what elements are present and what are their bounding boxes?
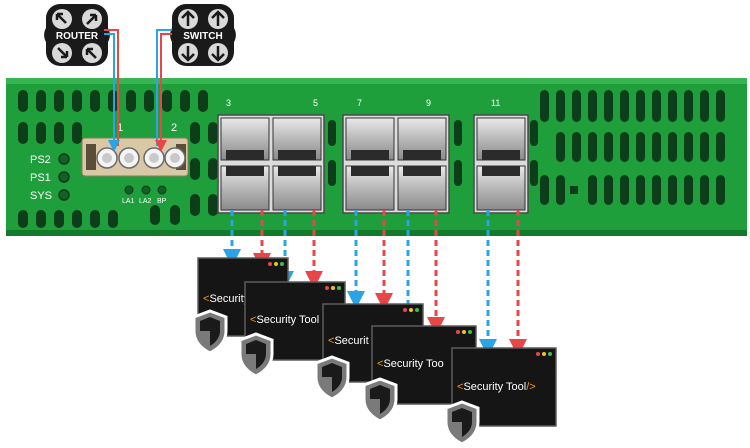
security-tool-5-label: Security Tool (463, 381, 526, 393)
switch-link-red (155, 33, 172, 152)
led-ps2-icon (58, 153, 70, 165)
monitor-links (223, 210, 527, 357)
sfp-port-numbers: 3 5 7 9 11 (226, 98, 500, 108)
sfp-port-number-11: 11 (491, 98, 500, 108)
fiber-links (104, 29, 172, 152)
bypass-led-group: LA1 LA2 BP (122, 185, 167, 205)
ground-screw (570, 186, 578, 194)
sfp-port-number-5: 5 (313, 98, 318, 108)
security-tool-1-label: Security (209, 293, 249, 305)
sfp-port-number-3: 3 (226, 98, 231, 108)
led-label-la1: LA1 (122, 198, 135, 205)
shield-icon (192, 309, 228, 355)
led-la1-icon (124, 185, 134, 195)
shield-icon (362, 377, 398, 423)
svg-text:<Security Too: <Security Too (377, 358, 444, 370)
led-label-ps1: PS1 (30, 172, 51, 184)
led-label-sys: SYS (30, 190, 52, 202)
security-tool-2-label: Security Tool (256, 314, 319, 326)
switch-link-blue (156, 29, 172, 146)
sfp-port-number-7: 7 (357, 98, 362, 108)
svg-text:<Security: <Security (203, 293, 250, 305)
router-label: ROUTER (56, 31, 99, 42)
led-sys-icon (58, 189, 70, 201)
led-label-ps2: PS2 (30, 154, 51, 166)
led-bp-icon (157, 185, 167, 195)
shield-icon (444, 400, 480, 446)
switch-label: SWITCH (183, 31, 222, 42)
router-device[interactable]: ROUTER (44, 4, 110, 66)
svg-text:<Security Tool: <Security Tool (250, 314, 319, 326)
top-vent-slots (18, 90, 725, 228)
led-label-bp: BP (157, 198, 167, 205)
svg-text:<Security Tool/>: <Security Tool/> (457, 381, 536, 393)
led-ps1-icon (58, 171, 70, 183)
svg-text:<Securit: <Securit (328, 335, 369, 347)
sfp-cage-block-c (473, 114, 529, 214)
switch-device[interactable]: SWITCH (170, 4, 236, 66)
shield-icon (314, 355, 350, 401)
bypass-port-number-1: 1 (117, 122, 123, 134)
status-led-group: PS2 PS1 SYS (30, 153, 70, 202)
router-link-blue (104, 33, 120, 152)
security-tool-4-label: Security Too (383, 358, 443, 370)
bypass-port-number-2: 2 (171, 122, 177, 134)
led-la2-icon (141, 185, 151, 195)
sfp-cage-block-b (342, 114, 450, 214)
security-tool-3-label: Securit (334, 335, 368, 347)
shield-icon (238, 332, 274, 378)
led-label-la2: LA2 (139, 198, 152, 205)
sfp-cage-block-a (217, 114, 325, 214)
sfp-port-number-9: 9 (426, 98, 431, 108)
router-link-red (104, 29, 119, 146)
